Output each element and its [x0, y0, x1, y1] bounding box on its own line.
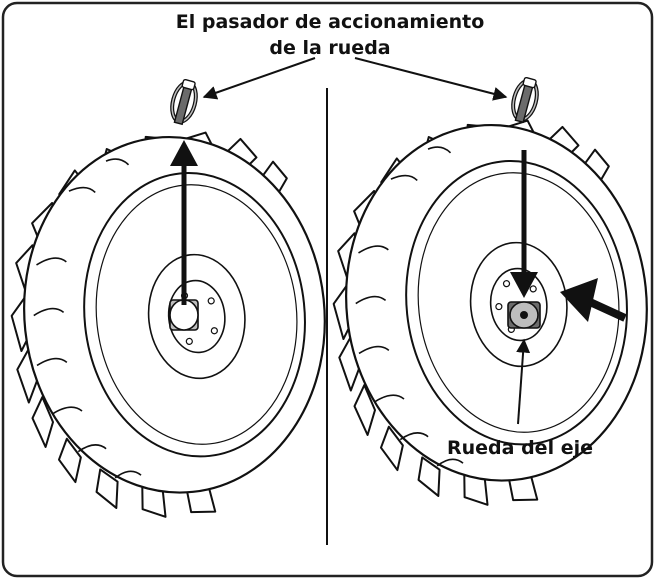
- callout-arrows: [202, 57, 508, 101]
- right-axle-icon: [507, 301, 541, 329]
- right-insert-arrow: [510, 150, 538, 298]
- axle-pointer: [516, 338, 531, 425]
- left-remove-arrow: [170, 140, 198, 305]
- right-push-arrow: [560, 278, 627, 322]
- title-line-2: de la rueda: [269, 37, 390, 59]
- left-axle-icon: [169, 299, 199, 331]
- title-line-1: El pasador de accionamiento: [176, 11, 485, 33]
- axle-label: Rueda del eje: [447, 437, 593, 459]
